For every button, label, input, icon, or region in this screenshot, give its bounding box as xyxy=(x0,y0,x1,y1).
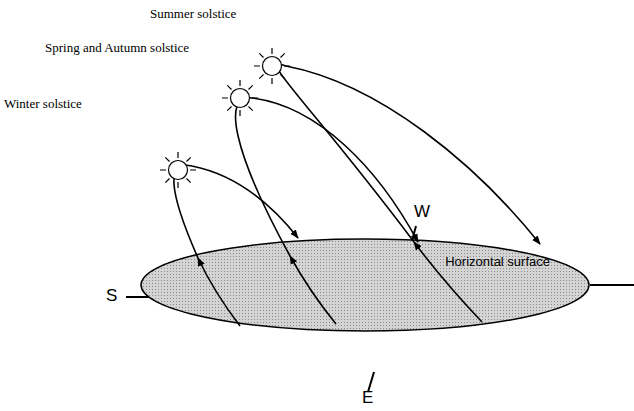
compass-letter: W xyxy=(414,202,430,222)
compass-letter: S xyxy=(106,286,117,306)
sun-symbol xyxy=(222,80,258,116)
sun-symbol xyxy=(254,48,290,84)
season-label: Winter solstice xyxy=(4,96,82,112)
season-label: Spring and Autumn solstice xyxy=(45,40,189,56)
surface-ellipse: Horizontal surface xyxy=(140,238,590,332)
sun-symbol xyxy=(160,152,196,188)
ellipse-shape xyxy=(141,239,589,331)
ellipse-outline xyxy=(140,238,590,332)
summer-path-set xyxy=(277,65,540,244)
north-tick xyxy=(590,284,634,286)
surface-label: Horizontal surface xyxy=(445,254,550,269)
compass-letter: E xyxy=(362,388,373,408)
season-label: Summer solstice xyxy=(150,6,236,22)
equinox-path-set xyxy=(236,98,418,256)
